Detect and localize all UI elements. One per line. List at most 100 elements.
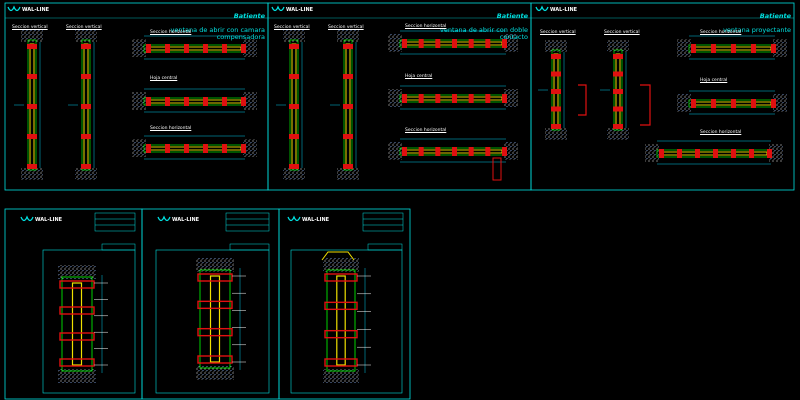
profile-part <box>343 104 353 109</box>
profile-part <box>59 332 95 341</box>
wall-hatch <box>504 34 518 52</box>
profile-part <box>241 97 246 106</box>
profile-part <box>751 99 756 108</box>
view-label: Hoja central <box>150 76 178 81</box>
wall-hatch <box>243 39 257 57</box>
wall-hatch <box>243 139 257 157</box>
profile-part <box>59 280 95 289</box>
profile-part <box>165 97 170 106</box>
profile-part <box>27 164 37 169</box>
profile-part <box>289 164 299 169</box>
profile-part <box>324 301 358 311</box>
profile-part <box>184 44 189 53</box>
profile-part <box>551 54 561 59</box>
profile-part <box>468 94 474 103</box>
glazing <box>71 282 83 366</box>
frame-profile <box>143 97 246 106</box>
profile-part <box>289 104 299 109</box>
wall-hatch <box>323 258 359 272</box>
sheet-3-frame <box>530 2 795 191</box>
wall-hatch <box>283 30 305 42</box>
wall-hatch <box>607 128 629 140</box>
wall-hatch <box>773 39 787 57</box>
wall-hatch <box>196 366 234 380</box>
profile-part <box>551 89 561 94</box>
profile-part <box>184 97 189 106</box>
wall-hatch <box>504 89 518 107</box>
profile-part <box>402 147 407 156</box>
wall-hatch <box>283 168 305 180</box>
wall-hatch <box>607 40 629 52</box>
frame-profile <box>61 276 93 372</box>
profile-part <box>502 94 507 103</box>
view-label: Seccion vertical <box>540 30 576 35</box>
profile-part <box>452 147 457 156</box>
wall-hatch <box>388 34 402 52</box>
profile-part <box>468 147 474 156</box>
profile-part <box>613 89 623 94</box>
profile-part <box>59 358 95 367</box>
sheet-2-subtitle: ventana de abrir con doble contacto <box>440 26 528 41</box>
wall-hatch <box>58 369 96 383</box>
view-label: Seccion horizontal <box>700 30 742 35</box>
brand-name: WAL-LINE <box>550 7 578 13</box>
view-label: Seccion vertical <box>328 25 364 30</box>
profile-part <box>485 147 491 156</box>
wall-hatch <box>769 144 783 162</box>
profile-part <box>146 97 151 106</box>
profile-part <box>81 104 91 109</box>
view-label: Seccion vertical <box>12 25 48 30</box>
profile-part <box>197 355 233 364</box>
profile-part <box>241 144 246 153</box>
wall-hatch <box>196 258 234 272</box>
profile-part <box>713 149 718 158</box>
sheet-1-title: Batiente ventana de abrir con camara com… <box>170 6 265 41</box>
wall-hatch <box>337 30 359 42</box>
profile-part <box>551 124 561 129</box>
profile-part <box>197 327 233 337</box>
brand-name: WAL-LINE <box>302 217 330 223</box>
wall-hatch <box>645 144 659 162</box>
profile-part <box>551 71 561 77</box>
profile-part <box>81 134 91 139</box>
view-label: Seccion horizontal <box>700 130 742 135</box>
profile-part <box>59 306 95 315</box>
wall-hatch <box>132 92 146 110</box>
profile-part <box>321 251 355 261</box>
profile-part <box>165 44 170 53</box>
sheet-frames <box>4 2 795 400</box>
wall-hatch <box>388 142 402 160</box>
profile-part <box>731 149 736 158</box>
profile-part <box>711 99 716 108</box>
wall-hatch <box>75 168 97 180</box>
sheet-1-subtitle: ventana de abrir con camara compensadora <box>170 26 265 41</box>
profile-part <box>551 106 561 112</box>
view-label: Seccion horizontal <box>150 30 192 35</box>
glazing <box>147 146 242 151</box>
profile-part <box>435 39 441 48</box>
sheet-1-title-text: Batiente <box>233 12 265 20</box>
frame-profile <box>143 144 246 153</box>
glazing <box>336 275 346 366</box>
profile-part <box>184 144 189 153</box>
profile-part <box>241 44 246 53</box>
wall-hatch <box>132 39 146 57</box>
title-blocks <box>94 212 404 251</box>
profile-part <box>771 99 776 108</box>
frame-profile <box>326 269 356 372</box>
profile-part <box>324 273 358 282</box>
profile-part <box>435 94 441 103</box>
wall-hatch <box>21 168 43 180</box>
logos <box>7 5 549 222</box>
profile-part <box>502 147 507 156</box>
profile-part <box>492 157 502 181</box>
wall-hatch <box>677 94 691 112</box>
profile-part <box>691 99 696 108</box>
profile-part <box>81 74 91 79</box>
wall-hatch <box>504 142 518 160</box>
profile-part <box>418 94 424 103</box>
wall-hatch <box>773 94 787 112</box>
profile-part <box>203 144 208 153</box>
profile-part <box>613 124 623 129</box>
sheet-3-subtitle: ventana proyectante <box>723 26 791 34</box>
